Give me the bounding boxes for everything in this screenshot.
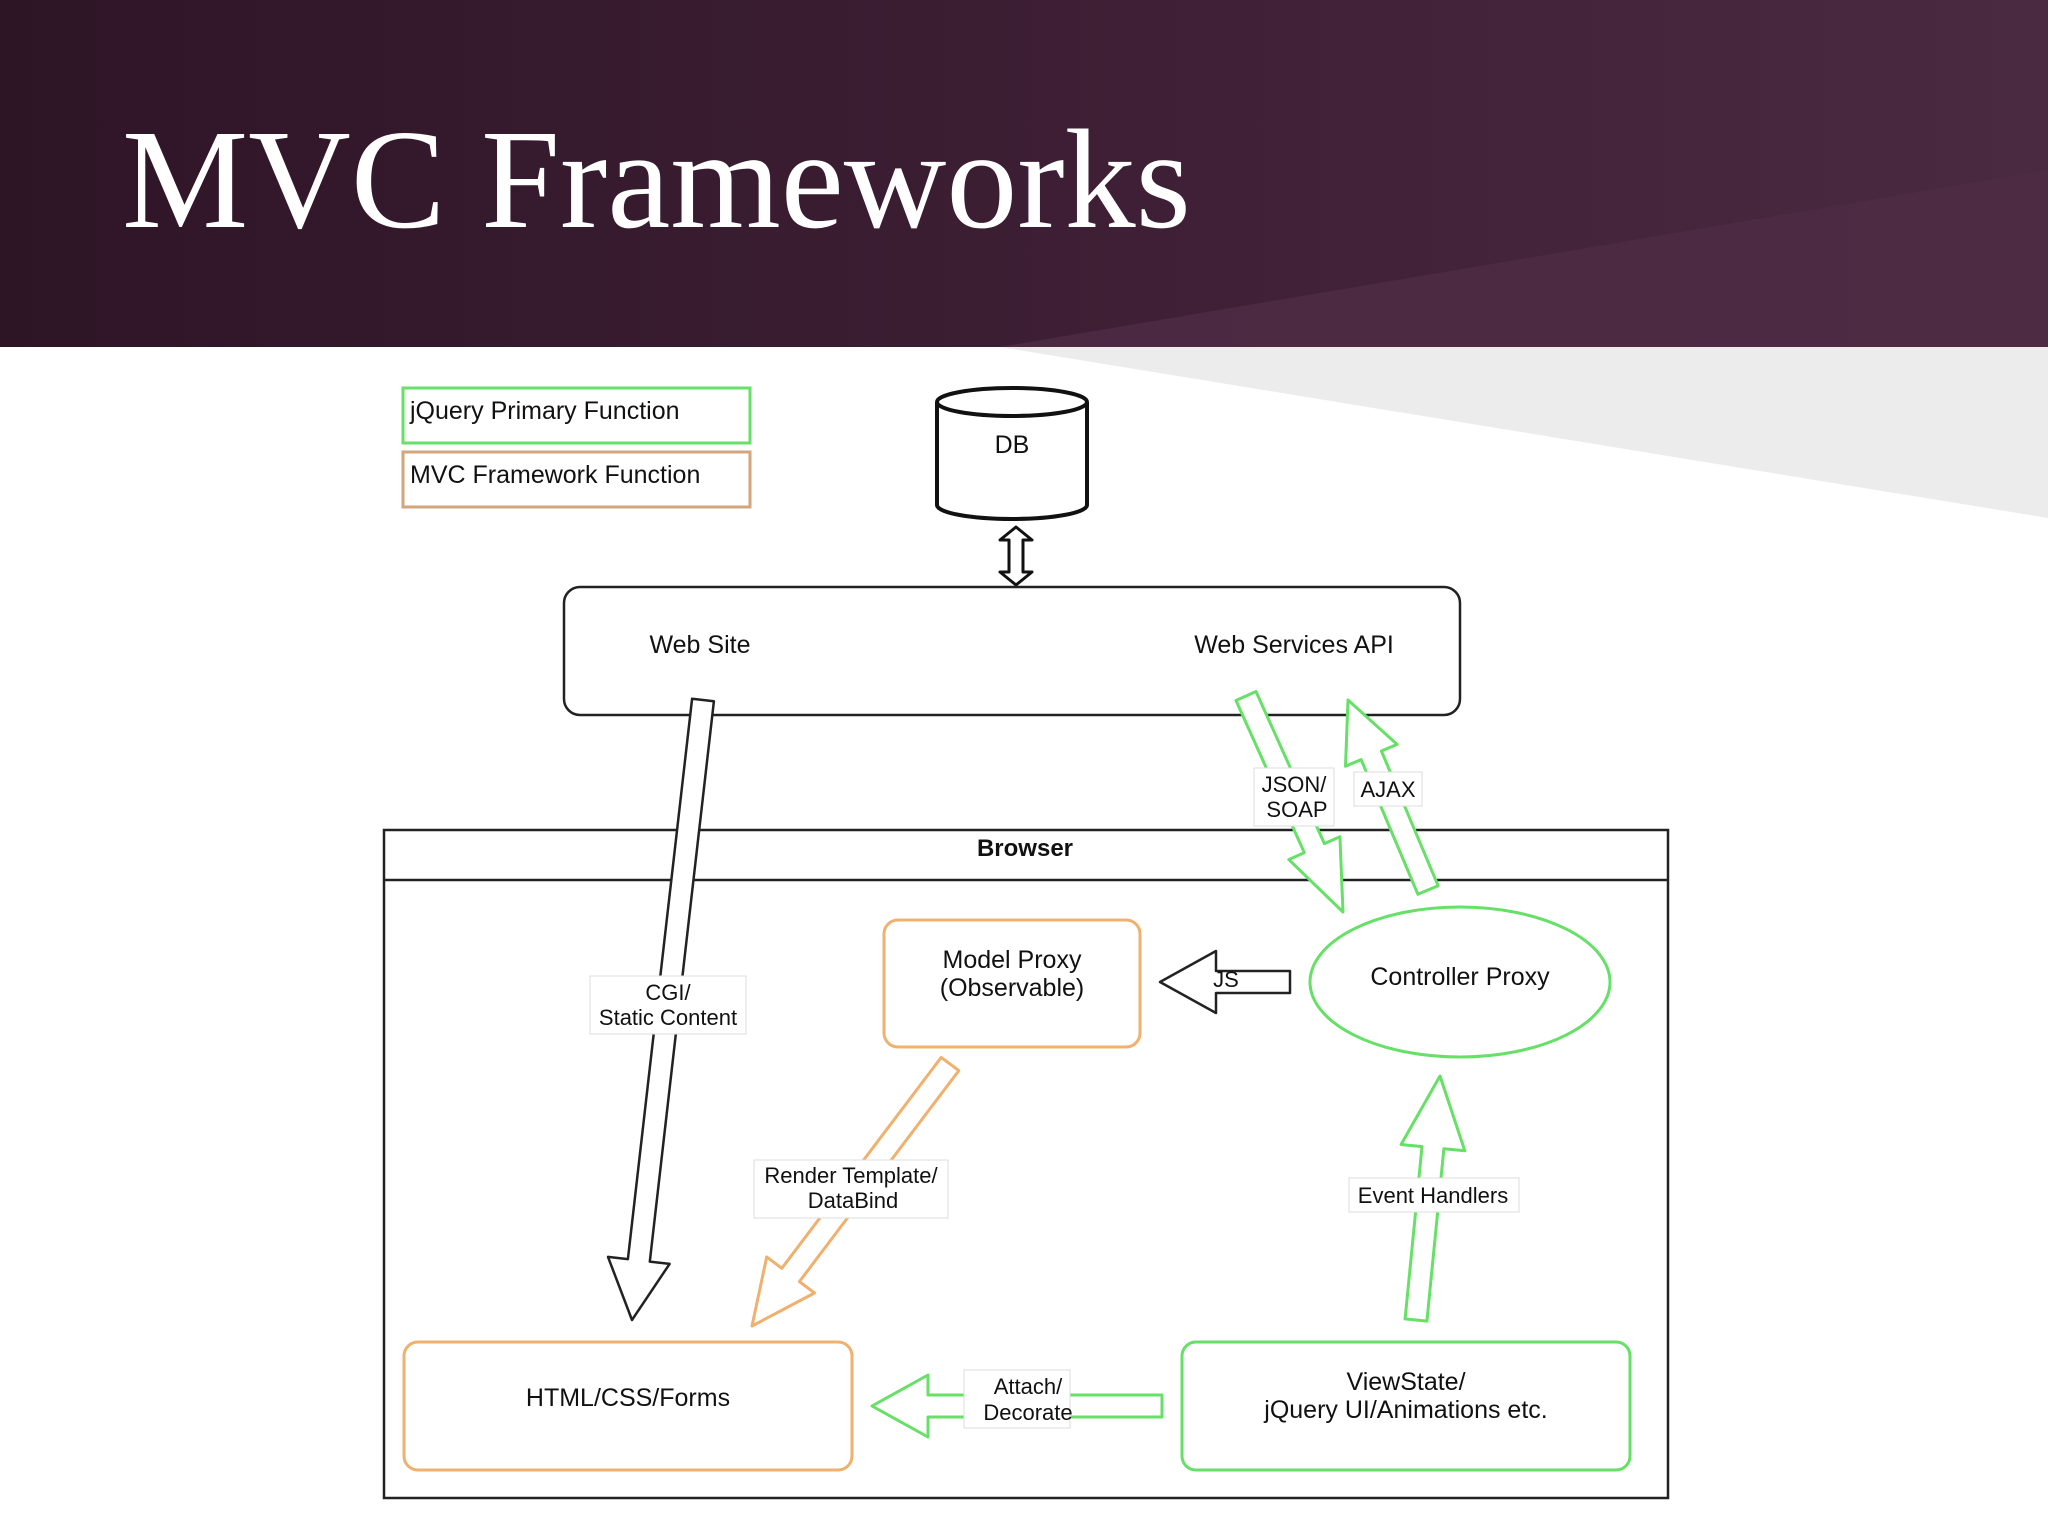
edge-label-render: Render Template/ DataBind [753, 1159, 949, 1219]
render-label-2: DataBind [808, 1188, 899, 1213]
js-label: JS [1213, 967, 1239, 992]
legend-mvc-box [401, 450, 752, 509]
web-tier-box: Web Site Web Services API [562, 585, 1462, 717]
header-shading [1000, 170, 2048, 347]
slide-title: MVC Frameworks [122, 100, 1191, 258]
slide-header: MVC Frameworks [0, 0, 2048, 347]
db-node: DB [935, 386, 1089, 521]
viewstate-node: ViewState/ jQuery UI/Animations etc. [1180, 1340, 1632, 1472]
web-services-api-label: Web Services API [1194, 631, 1394, 659]
edge-label-js: JS [1213, 967, 1239, 992]
viewstate-label-1: ViewState/ [1346, 1368, 1465, 1396]
attach-label-2: Decorate [983, 1400, 1072, 1425]
attach-label-1: Attach/ [994, 1374, 1063, 1399]
db-web-double-arrow [998, 525, 1034, 587]
browser-label: Browser [977, 835, 1073, 862]
web-site-label: Web Site [650, 631, 751, 659]
json-soap-label-1: JSON/ [1262, 772, 1328, 797]
render-label-1: Render Template/ [764, 1163, 938, 1188]
model-proxy-label-1: Model Proxy [943, 946, 1082, 974]
html-css-forms-node: HTML/CSS/Forms [402, 1340, 854, 1472]
controller-proxy-node: Controller Proxy [1308, 905, 1612, 1059]
model-proxy-label-2: (Observable) [940, 974, 1085, 1002]
cgi-label-1: CGI/ [645, 980, 691, 1005]
js-arrow [1158, 949, 1292, 1015]
edge-label-ajax: AJAX [1353, 771, 1423, 807]
legend: jQuery Primary Function MVC Framework Fu… [401, 386, 752, 509]
legend-jquery-label: jQuery Primary Function [409, 397, 680, 425]
viewstate-label-2: jQuery UI/Animations etc. [1263, 1396, 1547, 1424]
background-wedge [1000, 347, 2048, 518]
legend-jquery-box [401, 386, 752, 445]
ajax-label: AJAX [1360, 777, 1415, 802]
edge-label-event-handlers: Event Handlers [1348, 1177, 1520, 1213]
event-handlers-label: Event Handlers [1358, 1183, 1508, 1208]
model-proxy-node: Model Proxy (Observable) [882, 918, 1142, 1049]
html-css-forms-label: HTML/CSS/Forms [526, 1384, 730, 1412]
edge-label-attach: Attach/ Decorate [963, 1369, 1073, 1429]
controller-proxy-label: Controller Proxy [1370, 963, 1550, 991]
legend-mvc-label: MVC Framework Function [410, 461, 700, 489]
cgi-label-2: Static Content [599, 1005, 737, 1030]
db-label: DB [995, 431, 1030, 459]
edge-label-cgi: CGI/ Static Content [589, 975, 747, 1035]
edge-label-json-soap: JSON/ SOAP [1253, 767, 1335, 827]
json-soap-label-2: SOAP [1266, 797, 1327, 822]
